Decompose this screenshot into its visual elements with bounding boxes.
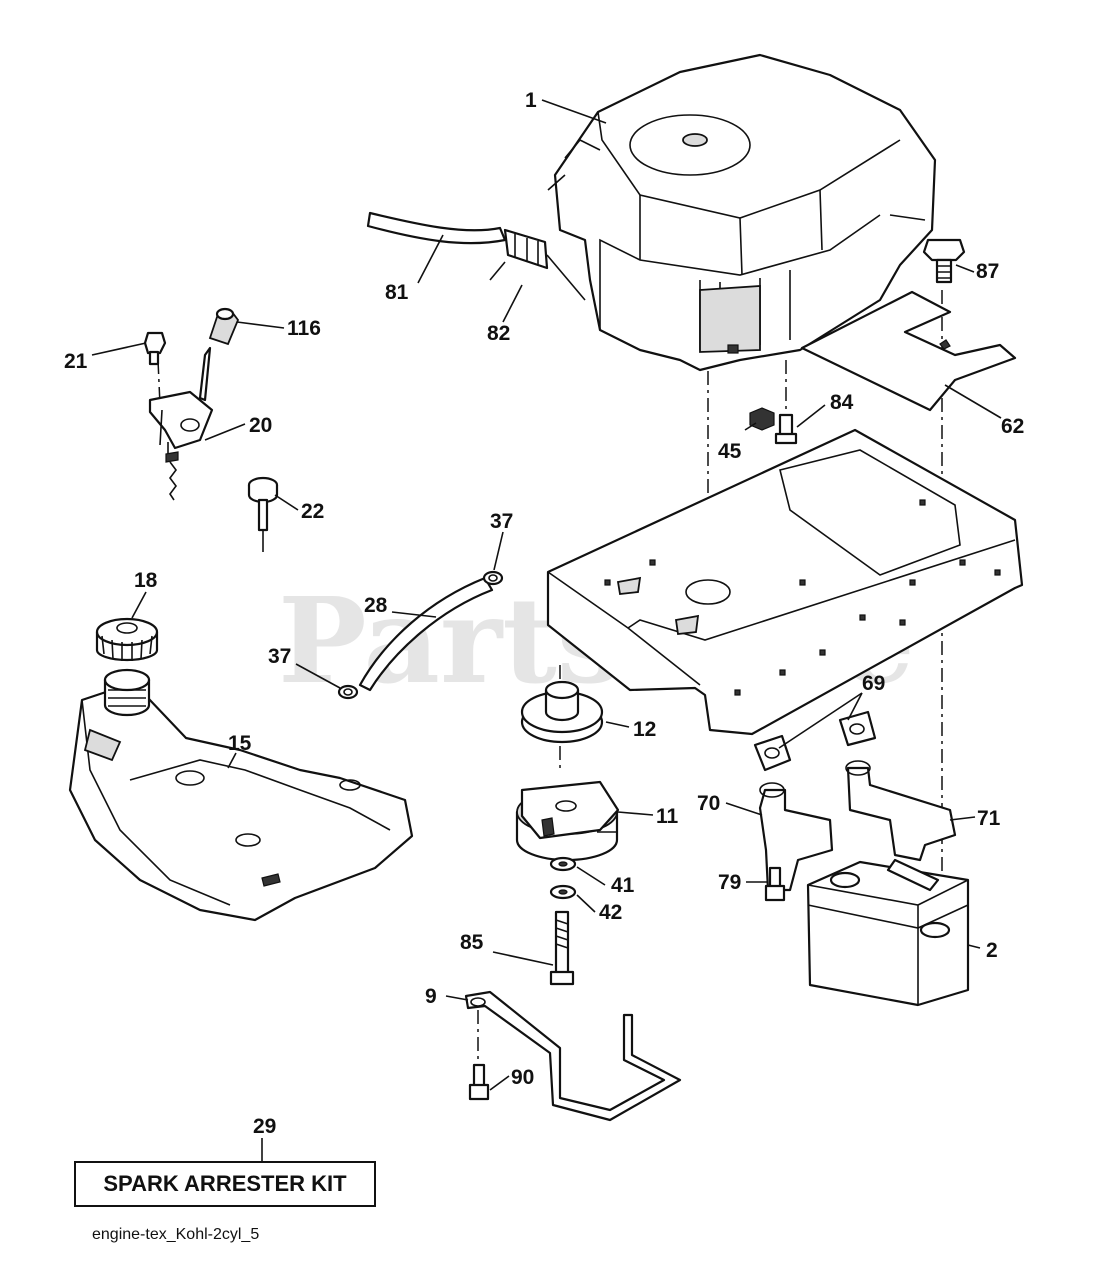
fuel-cap-part-18[interactable] xyxy=(95,617,159,662)
exhaust-pipe-part-71[interactable] xyxy=(845,760,957,862)
callout-85: 85 xyxy=(460,931,484,954)
callout-81: 81 xyxy=(385,281,409,304)
callout-116: 116 xyxy=(287,317,321,340)
callout-62: 62 xyxy=(1001,415,1024,438)
callout-2: 2 xyxy=(986,939,998,962)
fuel-tank-part-15[interactable] xyxy=(68,668,414,922)
callout-71: 71 xyxy=(977,807,1001,830)
callout-9: 9 xyxy=(425,985,437,1008)
nut-part-45[interactable] xyxy=(749,407,775,431)
chassis-frame xyxy=(546,428,1024,736)
exhaust-pipe-part-70[interactable] xyxy=(758,782,834,892)
callout-21: 21 xyxy=(64,350,88,373)
gasket-part-69[interactable] xyxy=(753,710,877,772)
engine-part-1[interactable] xyxy=(547,53,937,372)
leader-lines xyxy=(91,99,1002,1161)
hose-clamp-part-37-lower[interactable] xyxy=(337,684,359,700)
callout-69: 69 xyxy=(862,672,885,695)
callout-42: 42 xyxy=(599,901,622,924)
heat-shield-part-62[interactable] xyxy=(800,290,1017,412)
callout-37-lower: 37 xyxy=(268,645,291,668)
hose-clamp-part-37-upper[interactable] xyxy=(482,570,504,586)
callout-45: 45 xyxy=(718,440,742,463)
callout-79: 79 xyxy=(718,871,741,894)
callout-12: 12 xyxy=(633,718,656,741)
screw-part-87[interactable] xyxy=(922,238,966,284)
callout-20: 20 xyxy=(249,414,272,437)
callout-22: 22 xyxy=(301,500,324,523)
diagram-code: engine-tex_Kohl-2cyl_5 xyxy=(92,1226,260,1243)
muffler-part-2[interactable] xyxy=(806,858,970,1007)
fuel-fitting-part-82[interactable] xyxy=(489,228,586,301)
callout-37-upper: 37 xyxy=(490,510,513,533)
clutch-part-11[interactable] xyxy=(515,780,620,862)
washer-part-42[interactable] xyxy=(549,884,577,900)
callout-11: 11 xyxy=(656,805,679,828)
callout-84: 84 xyxy=(830,391,854,414)
callout-87: 87 xyxy=(976,260,999,283)
callout-18: 18 xyxy=(134,569,158,592)
callout-90: 90 xyxy=(511,1066,534,1089)
bracket-part-9[interactable] xyxy=(464,990,682,1122)
fuel-hose-part-81[interactable] xyxy=(366,211,507,245)
callout-28: 28 xyxy=(364,594,388,617)
callout-labels: 1 2 9 11 12 15 18 20 21 22 28 29 37 37 4… xyxy=(64,89,1024,1138)
bolt-part-79[interactable] xyxy=(764,866,786,902)
spark-arrester-kit-label: SPARK ARRESTER KIT xyxy=(103,1171,347,1196)
spark-arrester-kit-box[interactable]: SPARK ARRESTER KIT xyxy=(74,1161,376,1207)
callout-29: 29 xyxy=(253,1115,276,1138)
pulley-part-12[interactable] xyxy=(520,680,604,744)
callout-41: 41 xyxy=(611,874,635,897)
bolt-part-84[interactable] xyxy=(774,413,798,445)
callout-15: 15 xyxy=(228,732,252,755)
knob-part-116[interactable] xyxy=(208,307,240,346)
callout-1: 1 xyxy=(525,89,537,112)
callout-82: 82 xyxy=(487,322,510,345)
choke-knob-part-22[interactable] xyxy=(247,476,279,552)
bolt-part-21[interactable] xyxy=(143,331,167,366)
bolt-part-90[interactable] xyxy=(468,1063,490,1101)
washer-part-41[interactable] xyxy=(549,856,577,872)
bolt-part-85[interactable] xyxy=(549,910,575,986)
throttle-control-part-20[interactable] xyxy=(148,346,214,501)
callout-70: 70 xyxy=(697,792,720,815)
